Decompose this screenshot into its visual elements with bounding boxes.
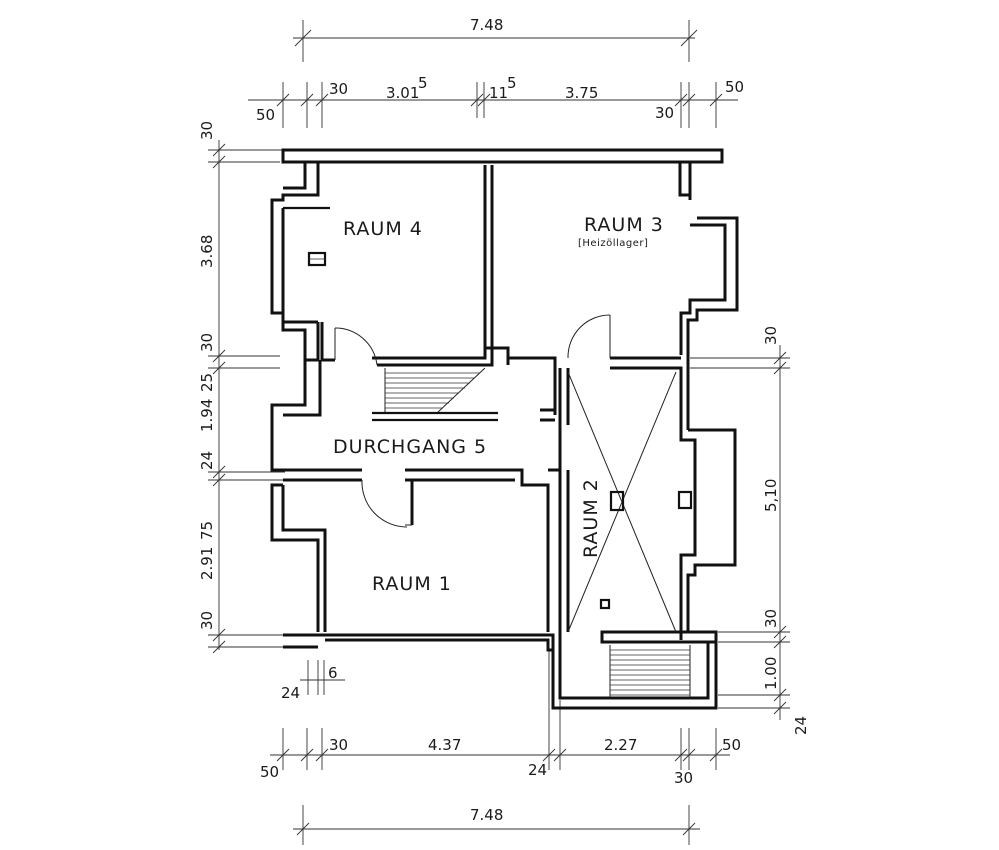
dim-top-375: 3.75	[565, 84, 598, 102]
dim-top-50-right: 50	[725, 78, 744, 96]
dim-left-194: 1.94	[198, 399, 216, 432]
dim-bottom-30-left: 30	[329, 736, 348, 754]
dim-bottom-50-right: 50	[722, 736, 741, 754]
dim-top-50-left: 50	[256, 106, 275, 124]
chimney-right	[677, 490, 693, 510]
label-durchgang-5: DURCHGANG 5	[333, 436, 487, 458]
dim-top-30-right: 30	[655, 104, 674, 122]
dim-right-510: 5,10	[762, 479, 780, 512]
dim-bottom-6: 6	[328, 664, 338, 682]
dim-bottom-30-right: 30	[674, 769, 693, 787]
dim-top-301: 3.01	[386, 84, 419, 102]
chimney-center	[609, 490, 625, 512]
dim-bottom-24-mid: 24	[528, 761, 547, 779]
label-raum-3: RAUM 3	[584, 214, 664, 236]
dim-left-30-mid: 30	[198, 333, 216, 352]
walls	[270, 148, 739, 710]
dim-left-291-sup: 75	[198, 521, 216, 540]
label-raum-3-note: [Heizöllager]	[578, 238, 648, 249]
dim-left-24: 24	[198, 451, 216, 470]
room-2-cross	[307, 251, 693, 633]
dim-left-30-bottom: 30	[198, 611, 216, 630]
dim-right-30-top: 30	[762, 326, 780, 345]
dim-right-100: 1.00	[762, 657, 780, 690]
room-labels: RAUM 4 RAUM 3 [Heizöllager] DURCHGANG 5 …	[333, 214, 664, 595]
label-raum-4: RAUM 4	[343, 218, 423, 240]
dim-left-291: 2.91	[198, 547, 216, 580]
dim-top-total: 7.48	[470, 16, 503, 34]
dim-bottom-total: 7.48	[470, 806, 503, 824]
dim-left-194-sup: 25	[198, 373, 216, 392]
dimension-lines	[208, 20, 790, 845]
stairs	[372, 367, 691, 698]
dimension-labels: 7.48 50 30 3.01 5 11 5 3.75 30 50 30 3.6…	[198, 16, 810, 824]
dim-top-11-sup: 5	[507, 74, 517, 92]
dim-bottom-24-a: 24	[281, 684, 300, 702]
dim-bottom-50-left: 50	[260, 763, 279, 781]
dim-left-368: 3.68	[198, 235, 216, 268]
dim-top-301-sup: 5	[418, 74, 428, 92]
dim-bottom-437: 4.37	[428, 736, 461, 754]
dim-top-30-left: 30	[329, 80, 348, 98]
dim-left-30-top: 30	[198, 121, 216, 140]
dim-right-24: 24	[792, 716, 810, 735]
label-raum-1: RAUM 1	[372, 573, 452, 595]
dim-top-11: 11	[489, 84, 508, 102]
dim-bottom-227: 2.27	[604, 736, 637, 754]
doors	[334, 314, 611, 528]
label-raum-2: RAUM 2	[580, 478, 602, 558]
dim-right-30-bottom: 30	[762, 609, 780, 628]
